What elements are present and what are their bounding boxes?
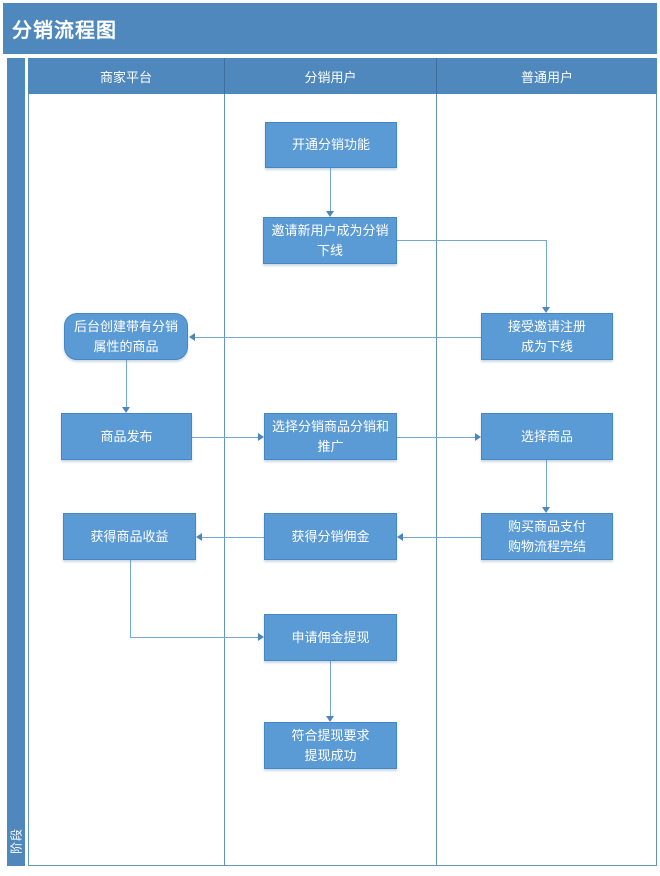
connector-commission-to-revenue xyxy=(202,537,264,538)
connector-open-to-invite xyxy=(330,168,331,212)
connector-create-to-publish xyxy=(126,360,127,407)
arrowhead-down-icon xyxy=(326,716,334,722)
node-accept-register: 接受邀请注册 成为下线 xyxy=(481,313,613,360)
connector-select-product-to-purchase xyxy=(546,460,547,507)
lane-divider xyxy=(436,94,437,866)
arrowhead-left-icon xyxy=(397,533,403,541)
node-select-distribute-promote: 选择分销商品分销和 推广 xyxy=(264,413,397,460)
connector-withdraw-to-success xyxy=(330,661,331,716)
lane-divider xyxy=(224,94,225,866)
node-withdraw-success: 符合提现要求 提现成功 xyxy=(264,722,397,769)
connector-publish-to-select-distribute xyxy=(192,437,258,438)
arrowhead-right-icon xyxy=(475,433,481,441)
stage-label: 阶段 xyxy=(9,827,24,855)
stage-strip: 阶段 xyxy=(7,58,25,866)
connector-accept-to-create xyxy=(195,337,481,338)
swimlane-frame xyxy=(28,58,657,866)
node-create-distribution-product: 后台创建带有分销 属性的商品 xyxy=(64,313,188,360)
lane-header-distribution-user: 分销用户 xyxy=(224,58,436,94)
lane-header-merchant-platform: 商家平台 xyxy=(28,58,224,94)
arrowhead-down-icon xyxy=(542,507,550,513)
node-purchase-complete: 购买商品支付 购物流程完结 xyxy=(481,513,613,560)
node-publish-product: 商品发布 xyxy=(61,413,192,460)
lane-header-label: 分销用户 xyxy=(304,69,357,85)
connector-revenue-to-withdraw-v xyxy=(130,560,131,637)
lane-header-ordinary-user: 普通用户 xyxy=(436,58,657,94)
arrowhead-down-icon xyxy=(122,407,130,413)
connector-invite-to-accept-v xyxy=(546,240,547,307)
node-get-commission: 获得分销佣金 xyxy=(264,513,397,560)
connector-revenue-to-withdraw-h xyxy=(130,637,258,638)
connector-select-distribute-to-select-product xyxy=(397,437,475,438)
node-get-product-revenue: 获得商品收益 xyxy=(63,513,196,560)
connector-purchase-to-commission xyxy=(403,537,481,538)
diagram-title-bar: 分销流程图 xyxy=(3,3,657,54)
connector-invite-to-accept-h xyxy=(397,240,547,241)
lane-header-label: 普通用户 xyxy=(520,69,573,85)
diagram-title: 分销流程图 xyxy=(12,20,117,42)
node-invite-downline: 邀请新用户成为分销 下线 xyxy=(263,217,397,264)
arrowhead-right-icon xyxy=(258,633,264,641)
arrowhead-left-icon xyxy=(189,333,195,341)
arrowhead-down-icon xyxy=(326,211,334,217)
node-open-distribution: 开通分销功能 xyxy=(265,122,397,168)
arrowhead-right-icon xyxy=(258,433,264,441)
node-select-product: 选择商品 xyxy=(481,413,613,460)
lane-header-label: 商家平台 xyxy=(99,69,152,85)
node-apply-withdraw: 申请佣金提现 xyxy=(264,614,397,661)
arrowhead-down-icon xyxy=(542,307,550,313)
arrowhead-left-icon xyxy=(196,533,202,541)
